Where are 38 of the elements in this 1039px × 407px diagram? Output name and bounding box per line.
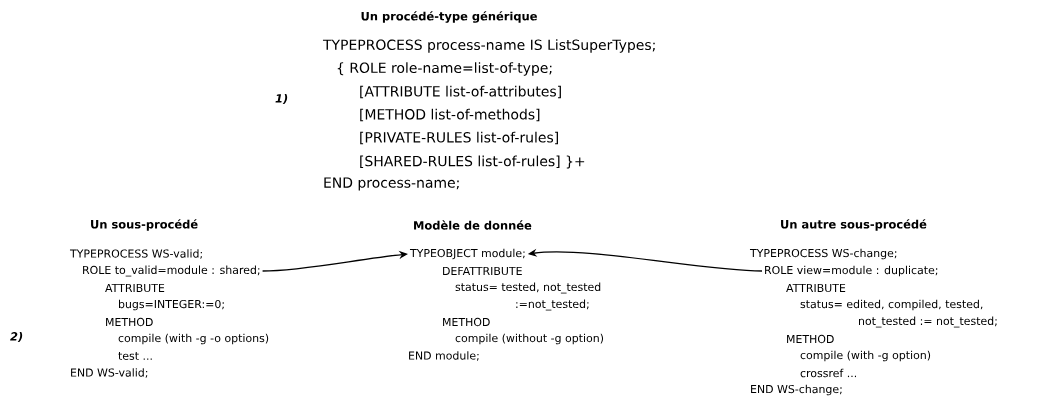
code-line: TYPEPROCESS process-name IS ListSuperTypes; xyxy=(322,39,655,53)
code-line: TYPEPROCESS WS-valid; xyxy=(69,249,202,259)
step-number: 1) xyxy=(275,93,288,105)
code-line: END WS-change; xyxy=(751,384,842,396)
code-line: compile (with -g -o options) xyxy=(118,333,269,345)
code-line: :=not_tested; xyxy=(516,299,589,311)
heading: Un sous-procédé xyxy=(91,219,198,231)
code-line: [METHOD list-of-methods] xyxy=(360,108,540,122)
code-line: ROLE view=module : duplicate; xyxy=(765,265,938,277)
code-line: bugs=INTEGER:=0; xyxy=(119,299,224,311)
code-line: compile (without -g option) xyxy=(455,333,604,345)
code-line: METHOD xyxy=(443,317,490,327)
code-line: test ... xyxy=(118,352,152,360)
code-line: status= edited, compiled, tested, xyxy=(800,299,983,311)
code-line: ROLE to_valid=module : shared; xyxy=(83,265,260,277)
code-line: END process-name; xyxy=(324,177,459,191)
code-line: crossref ... xyxy=(800,368,856,378)
code-line: { ROLE role-name=list-of-type; xyxy=(337,62,552,76)
code-line: END module; xyxy=(409,351,479,361)
code-line: ATTRIBUTE xyxy=(786,283,846,293)
code-line: [ATTRIBUTE list-of-attributes] xyxy=(360,85,561,99)
code-line: not_tested := not_tested; xyxy=(859,316,997,328)
step-number: 2) xyxy=(10,331,23,343)
code-line: status= tested, not_tested xyxy=(455,282,601,294)
code-line: compile (with -g option) xyxy=(800,350,931,362)
code-line: METHOD xyxy=(106,317,153,327)
arrow xyxy=(261,250,408,272)
code-line: [PRIVATE-RULES list-of-rules] xyxy=(360,131,558,145)
heading: Un autre sous-procédé xyxy=(781,219,927,231)
code-line: TYPEOBJECT module; xyxy=(409,248,525,260)
code-line: END WS-valid; xyxy=(71,368,148,378)
code-line: DEFATTRIBUTE xyxy=(443,266,522,276)
heading: Modèle de donnée xyxy=(414,220,532,230)
code-line: [SHARED-RULES list-of-rules] }+ xyxy=(360,155,585,169)
heading: Un procédé-type générique xyxy=(361,11,537,23)
code-line: METHOD xyxy=(787,334,834,344)
code-line: TYPEPROCESS WS-change; xyxy=(749,248,897,260)
code-line: ATTRIBUTE xyxy=(105,283,165,293)
